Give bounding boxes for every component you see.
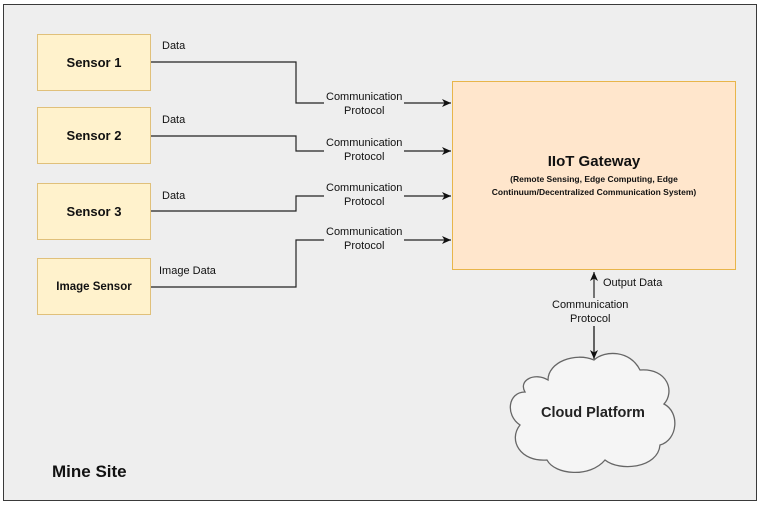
- connector-sensor-2: [151, 135, 451, 155]
- sensor-1-node[interactable]: Sensor 1: [37, 34, 151, 91]
- protocol-label-1-line1: Communication: [326, 91, 403, 103]
- gateway-title: IIoT Gateway: [547, 152, 641, 170]
- protocol-label-2: Communication Protocol: [324, 136, 405, 164]
- protocol-label-3: Communication Protocol: [324, 181, 405, 209]
- edge-label-sensor-1: Data: [162, 40, 186, 52]
- protocol-label-4: Communication Protocol: [324, 225, 405, 253]
- mine-site-label: Mine Site: [52, 462, 127, 481]
- cloud-protocol-label: Communication Protocol: [550, 298, 631, 326]
- protocol-label-4-line2: Protocol: [344, 240, 385, 252]
- protocol-label-4-line1: Communication: [326, 226, 403, 238]
- sensor-3-node[interactable]: Sensor 3: [37, 183, 151, 240]
- connector-sensor-1: [151, 61, 451, 107]
- sensor-3-label: Sensor 3: [66, 204, 122, 219]
- image-sensor-label: Image Sensor: [56, 280, 132, 293]
- cloud-platform-label: Cloud Platform: [541, 405, 645, 421]
- image-sensor-node[interactable]: Image Sensor: [37, 258, 151, 315]
- output-data-label: Output Data: [603, 277, 663, 289]
- sensor-2-node[interactable]: Sensor 2: [37, 107, 151, 164]
- cloud-protocol-line2: Protocol: [570, 313, 611, 325]
- protocol-label-2-line2: Protocol: [344, 151, 385, 163]
- cloud-protocol-line1: Communication: [552, 299, 629, 311]
- sensor-2-label: Sensor 2: [66, 128, 122, 143]
- edge-label-sensor-3: Data: [162, 190, 186, 202]
- edge-label-sensor-2: Data: [162, 114, 186, 126]
- protocol-label-3-line1: Communication: [326, 182, 403, 194]
- sensor-1-label: Sensor 1: [66, 55, 122, 70]
- edge-label-image-sensor: Image Data: [159, 265, 216, 277]
- connector-image-sensor: [151, 236, 451, 288]
- protocol-label-1: Communication Protocol: [324, 90, 405, 118]
- gateway-subtitle-line1: (Remote Sensing, Edge Computing, Edge: [510, 173, 678, 184]
- iiot-gateway-node[interactable]: IIoT Gateway (Remote Sensing, Edge Compu…: [452, 81, 736, 270]
- connector-sensor-3: [151, 192, 451, 212]
- protocol-label-2-line1: Communication: [326, 137, 403, 149]
- cloud-shape: [509, 352, 676, 473]
- protocol-label-1-line2: Protocol: [344, 105, 385, 117]
- protocol-label-3-line2: Protocol: [344, 196, 385, 208]
- gateway-subtitle-line2: Continuum/Decentralized Communication Sy…: [491, 186, 697, 197]
